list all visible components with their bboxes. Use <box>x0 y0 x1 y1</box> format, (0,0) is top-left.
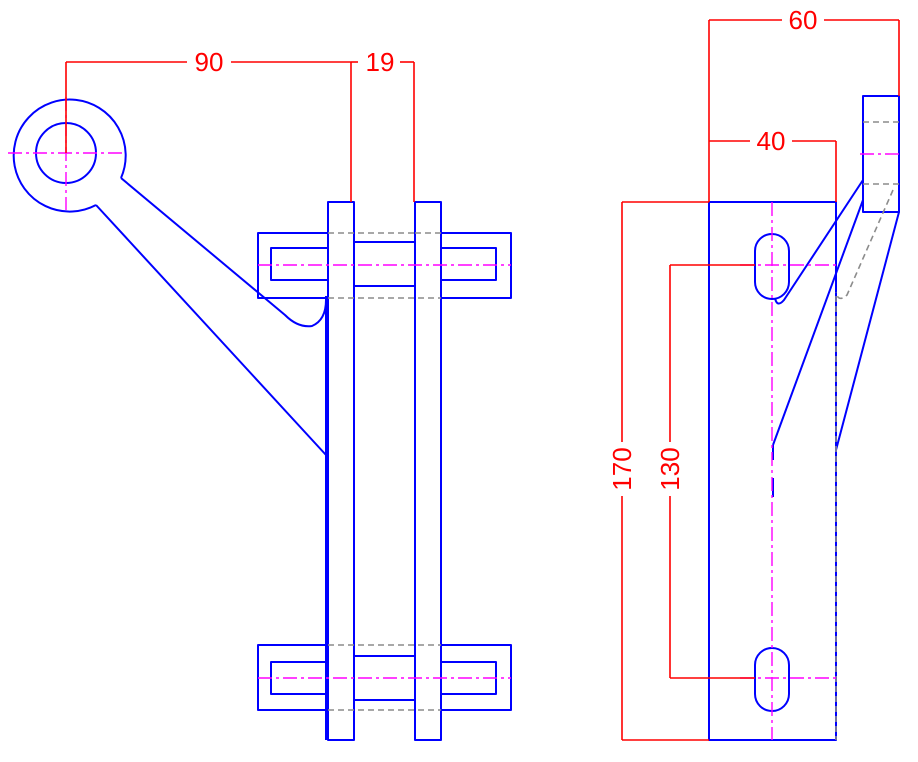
dimension-170: 170 <box>607 201 709 741</box>
upper-slot <box>754 233 790 300</box>
dimension-40-label: 40 <box>757 126 786 156</box>
dimension-130: 130 <box>655 264 755 679</box>
side-arm-profile <box>772 179 900 497</box>
left-plate <box>325 201 355 741</box>
front-hidden-lines <box>328 232 441 711</box>
dimension-60-label: 60 <box>789 5 818 35</box>
front-view: 90 19 <box>8 47 512 741</box>
dimension-40: 40 <box>709 126 837 202</box>
dimension-130-label: 130 <box>655 447 685 490</box>
dimension-90-label: 90 <box>195 47 224 77</box>
side-view: 60 40 170 130 <box>607 5 902 741</box>
side-center-lines <box>740 153 902 740</box>
right-plate <box>414 201 442 741</box>
lower-slot <box>754 647 790 712</box>
dimension-90: 90 <box>65 47 352 202</box>
spider-arm <box>95 177 327 456</box>
dimension-19-label: 19 <box>366 47 395 77</box>
front-center-lines <box>8 97 511 679</box>
dimension-19: 19 <box>351 47 415 202</box>
dimension-170-label: 170 <box>607 447 637 490</box>
dimension-60: 60 <box>708 5 900 202</box>
eye-ring <box>12 98 127 213</box>
top-spacer <box>353 241 416 287</box>
side-hidden-lines <box>835 121 899 740</box>
